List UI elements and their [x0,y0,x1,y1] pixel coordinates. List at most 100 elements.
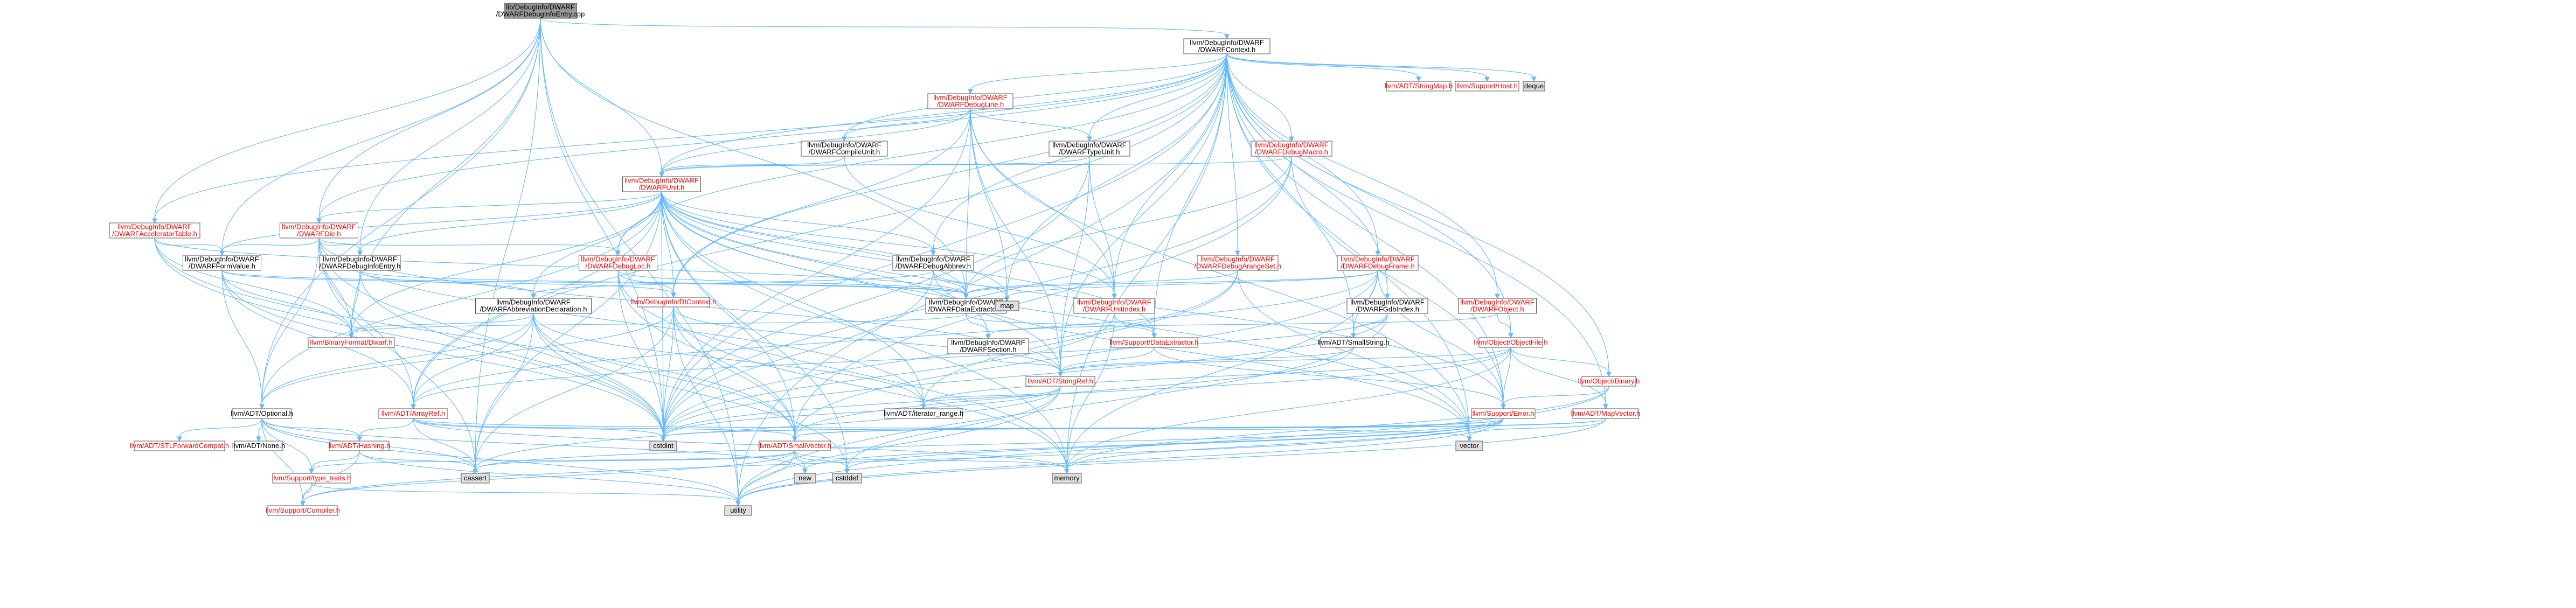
graph-node-n26[interactable]: llvm/Support/DataExtractor.h [1109,337,1199,348]
include-edge-n30-n32 [921,386,1061,410]
include-edge-n10-n12 [154,237,225,256]
include-edge-n21-n24 [349,313,967,339]
graph-node-label: llvm/DebugInfo/DWARF [1190,39,1264,47]
graph-node-n17[interactable]: llvm/DebugInfo/DWARF/DWARFDebugFrame.h [1337,255,1419,271]
graph-node-label: /DWARFDebugLoc.h [586,262,651,270]
include-edge-n11-n13 [318,237,363,256]
include-edge-n33-n43 [661,418,1504,442]
include-edge-n21-n25 [966,313,991,340]
graph-node-box [319,255,401,271]
include-edge-n11-n14 [318,237,621,256]
include-edge-n9-n14 [615,191,662,256]
graph-node-n16[interactable]: llvm/DebugInfo/DWARF/DWARFDebugArangeSet… [1194,255,1281,271]
include-edge-n39-n48 [794,450,1070,474]
graph-node-label: llvm/Object/Binary.h [1578,377,1640,385]
include-edge-n14-n39 [617,270,797,442]
graph-node-n8[interactable]: llvm/DebugInfo/DWARF/DWARFDebugMacro.h [1251,141,1332,157]
graph-node-box [759,441,831,451]
graph-node-n45: cassert [461,473,490,484]
graph-node-n38[interactable]: llvm/ADT/Hashing.h [329,441,391,451]
graph-node-n9[interactable]: llvm/DebugInfo/DWARF/DWARFUnit.h [622,176,701,192]
graph-node-n20[interactable]: llvm/DebugInfo/DWARF/DWARFAbbreviationDe… [475,298,592,314]
include-edge-n1-n10 [152,53,1227,224]
include-edge-n12-n23 [221,270,676,298]
include-edge-n39-n46 [794,450,808,474]
include-edge-n1-n8 [1226,53,1294,142]
graph-node-n6[interactable]: llvm/DebugInfo/DWARF/DWARFCompileUnit.h [801,141,888,157]
graph-node-n21[interactable]: llvm/DebugInfo/DWARF/DWARFDataExtractor.… [925,298,1007,314]
graph-node-n32[interactable]: llvm/ADT/iterator_range.h [884,408,963,419]
graph-node-box [308,337,395,348]
graph-node-n29[interactable]: llvm/Object/Binary.h [1578,376,1640,387]
include-edge-n11-n12 [219,237,320,256]
include-edge-n1-n9 [659,53,1227,178]
graph-node-n0[interactable]: lib/DebugInfo/DWARF/DWARFDebugInfoEntry.… [496,3,585,19]
include-edge-n1-n16 [1226,53,1240,256]
graph-node-label: llvm/DebugInfo/DWARF [1460,298,1535,306]
graph-node-label: lib/DebugInfo/DWARF [506,3,574,11]
graph-node-n22[interactable]: llvm/DebugInfo/DWARF/DWARFUnitIndex.h [1073,298,1155,314]
include-edge-n1-n2 [1226,53,1421,82]
graph-node-n40[interactable]: llvm/Support/type_traits.h [272,473,351,484]
graph-node-n41[interactable]: llvm/Support/Compiler.h [266,505,340,516]
graph-node-n37[interactable]: llvm/ADT/None.h [232,441,285,451]
graph-node-n36[interactable]: llvm/ADT/STLForwardCompat.h [130,441,229,451]
graph-node-label: /DWARFDebugFrame.h [1341,262,1415,270]
graph-node-n18[interactable]: llvm/DebugInfo/DWARF/DWARFGdbIndex.h [1346,298,1428,314]
graph-node-label: llvm/DebugInfo/DWARF [1077,298,1151,306]
graph-node-label: llvm/Support/type_traits.h [272,474,351,482]
graph-node-label: llvm/DebugInfo/DIContext.h [631,298,717,306]
include-edge-n0-n11 [316,18,541,224]
graph-node-n7[interactable]: llvm/DebugInfo/DWARF/DWARFTypeUnit.h [1049,141,1130,157]
graph-node-n3[interactable]: llvm/Support/Host.h [1455,81,1519,92]
graph-node-n5[interactable]: llvm/DebugInfo/DWARF/DWARFDebugLine.h [927,93,1013,109]
graph-node-label: llvm/Support/Error.h [1473,409,1535,417]
include-edge-n1-n28 [1226,53,1513,339]
graph-node-n28[interactable]: llvm/Object/ObjectFile.h [1474,337,1548,348]
include-edge-n1-n30 [1058,53,1227,378]
graph-node-n24[interactable]: llvm/BinaryFormat/Dwarf.h [308,337,395,348]
graph-node-box [925,298,1007,314]
graph-node-label: /DWARFGdbIndex.h [1356,305,1419,313]
graph-node-label: llvm/DebugInfo/DWARF [896,255,970,263]
include-edge-n1-n43 [661,53,1227,442]
graph-node-n11[interactable]: llvm/DebugInfo/DWARF/DWARFDie.h [280,222,358,239]
graph-node-box [378,408,448,419]
graph-node-label: llvm/DebugInfo/DWARF [185,255,259,263]
graph-node-box [1251,141,1332,157]
graph-node-n31[interactable]: llvm/ADT/ArrayRef.h [378,408,448,419]
graph-node-n33[interactable]: llvm/Support/Error.h [1471,408,1536,419]
graph-node-box [475,298,592,314]
graph-node-label: llvm/DebugInfo/DWARF [117,223,192,231]
graph-node-n39[interactable]: llvm/ADT/SmallVector.h [758,441,831,451]
include-edge-n11-n45 [318,237,478,474]
include-edge-n0-n13 [357,18,541,256]
graph-node-n1[interactable]: llvm/DebugInfo/DWARF/DWARFContext.h [1183,38,1270,54]
graph-node-box [1455,441,1483,451]
graph-node-label: llvm/DebugInfo/DWARF [624,177,699,185]
graph-node-box [892,255,974,271]
graph-node-label: llvm/DebugInfo/DWARF [1200,255,1275,263]
graph-node-label: /DWARFObject.h [1470,305,1524,313]
graph-node-n23[interactable]: llvm/DebugInfo/DIContext.h [631,297,717,308]
graph-node-label: cstddef [836,474,858,482]
include-edge-n26-n33 [1154,347,1506,410]
graph-node-n2[interactable]: llvm/ADT/StringMap.h [1385,81,1453,92]
graph-node-n14[interactable]: llvm/DebugInfo/DWARF/DWARFDebugLoc.h [579,255,657,271]
graph-node-n13[interactable]: llvm/DebugInfo/DWARF/DWARFDebugInfoEntry… [319,255,401,271]
graph-node-n15[interactable]: llvm/DebugInfo/DWARF/DWARFDebugAbbrev.h [892,255,974,271]
graph-node-n19[interactable]: llvm/DebugInfo/DWARF/DWARFObject.h [1458,298,1537,314]
include-edge-n8-n9 [659,156,1292,178]
graph-node-n27[interactable]: llvm/ADT/SmallString.h [1317,337,1390,348]
include-edge-n10-n24 [154,237,354,339]
include-edge-n35-n36 [177,418,262,442]
include-edge-n39-n40 [309,450,795,474]
graph-node-n25[interactable]: llvm/DebugInfo/DWARF/DWARFSection.h [947,338,1029,354]
graph-node-n10[interactable]: llvm/DebugInfo/DWARF/DWARFAcceleratorTab… [109,222,200,239]
graph-node-label: /DWARFUnit.h [639,184,685,192]
graph-node-n35[interactable]: llvm/ADT/Optional.h [231,408,293,419]
graph-node-n12[interactable]: llvm/DebugInfo/DWARF/DWARFFormValue.h [183,255,261,271]
graph-node-n34[interactable]: llvm/ADT/MapVector.h [1571,408,1641,419]
graph-node-n30[interactable]: llvm/ADT/StringRef.h [1025,376,1095,387]
